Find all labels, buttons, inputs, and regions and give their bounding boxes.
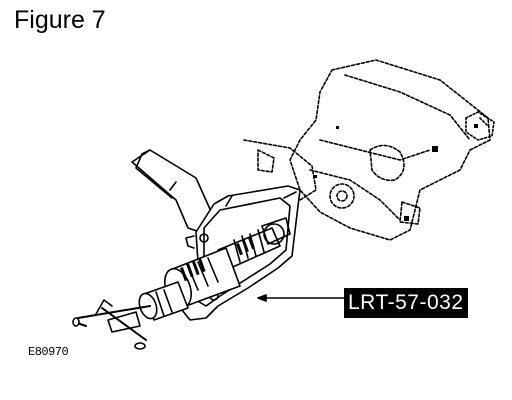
figure-title: Figure 7: [14, 6, 106, 34]
column-end-fitting: [465, 111, 495, 141]
tilt-lever: [131, 149, 215, 235]
upper-housing: [243, 59, 491, 241]
illustration-reference-code: E80970: [28, 345, 69, 359]
callout-leader: [257, 294, 345, 302]
tool-part-number-label: LRT-57-032: [344, 288, 468, 318]
housing-detail: [314, 124, 478, 221]
t-handle: [72, 299, 151, 350]
gear-ring: [180, 236, 255, 282]
forcing-screw: [138, 281, 189, 321]
